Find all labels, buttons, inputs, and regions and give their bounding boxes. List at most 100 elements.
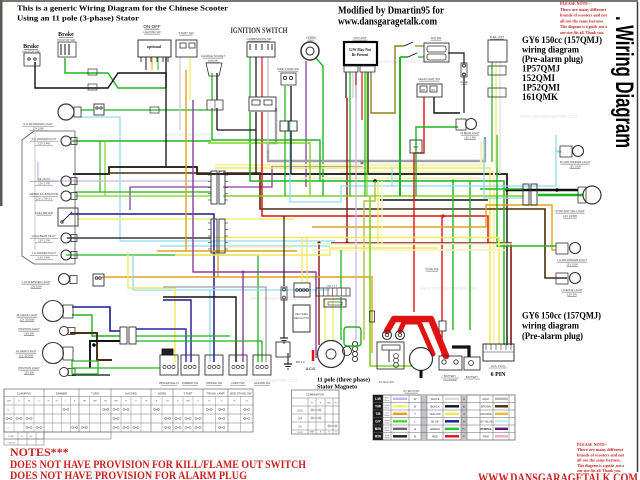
svg-text:This diagram is a guide ,not a: This diagram is a guide ,not a [560, 24, 608, 29]
svg-text:G/Y: G/Y [375, 420, 381, 424]
svg-text:1P57QMJ: 1P57QMJ [522, 64, 560, 75]
svg-text:12V 35/36W: 12V 35/36W [19, 354, 34, 358]
svg-text:POSITION LIGHT: POSITION LIGHT [18, 366, 40, 370]
svg-text:ST MAG SW: ST MAG SW [379, 380, 394, 384]
svg-text:optional: optional [147, 44, 162, 49]
svg-text:. Wiring Diagram: . Wiring Diagram [610, 16, 638, 148]
svg-text:www.dansgaragetalk.com: www.dansgaragetalk.com [250, 296, 307, 302]
svg-text:LIGHTING SW: LIGHTING SW [143, 30, 161, 34]
svg-text:G/W May Not: G/W May Not [349, 48, 371, 52]
svg-text:R/W: R/W [375, 435, 381, 439]
svg-text:SIDE STAND SW: SIDE STAND SW [230, 392, 252, 396]
svg-text:CLAMPING: CLAMPING [17, 392, 32, 396]
svg-text:This is a generic Wiring Diagr: This is a generic Wiring Diagram for the… [17, 4, 229, 13]
svg-text:PINK: PINK [483, 435, 489, 439]
svg-text:CORD: CORD [297, 432, 303, 434]
svg-text:12V 1.4W: 12V 1.4W [464, 136, 476, 140]
svg-text:E: E [177, 401, 179, 403]
svg-text:B/W: B/W [375, 427, 381, 431]
svg-text:Y/W: Y/W [375, 405, 381, 409]
svg-text:L H FR WINKER LIGHT: L H FR WINKER LIGHT [22, 280, 51, 284]
svg-text:R H RR WINKER LIGHT: R H RR WINKER LIGHT [560, 160, 591, 164]
svg-text:SIDE STAND SW: SIDE STAND SW [277, 67, 299, 71]
svg-text:WR: WR [421, 89, 425, 92]
svg-text:T/B: T/B [375, 412, 381, 416]
svg-text:W: W [47, 401, 49, 403]
svg-text:(Pre-alarm plug): (Pre-alarm plug) [522, 54, 583, 65]
svg-text:There are many different: There are many different [560, 7, 606, 12]
svg-text:ST MOTOR: ST MOTOR [403, 389, 420, 393]
svg-text:GREEN: GREEN [430, 427, 440, 431]
svg-text:www.dansgaragetalk.com: www.dansgaragetalk.com [370, 59, 427, 65]
svg-text:Stator Magneto: Stator Magneto [317, 384, 358, 391]
svg-text:TRUNK LAMP: TRUNK LAMP [206, 392, 224, 396]
svg-text:LICENCE LIGHT: LICENCE LIGHT [561, 288, 582, 292]
svg-text:TURN: TURN [91, 392, 99, 396]
svg-text:HO: HO [104, 401, 107, 403]
svg-text:BAT: BAT [414, 145, 419, 149]
svg-text:12V 3.4W: 12V 3.4W [38, 142, 50, 146]
svg-text:Sb: Sb [462, 420, 466, 424]
svg-text:11 pole (three phase): 11 pole (three phase) [317, 377, 370, 384]
svg-text:HI: HI [28, 401, 30, 403]
svg-text:brands of scooters and not: brands of scooters and not [560, 13, 607, 18]
svg-text:12V 10W: 12V 10W [32, 127, 44, 131]
svg-text:CHARGE SOCKET: CHARGE SOCKET [201, 54, 226, 58]
svg-text:12V 5W: 12V 5W [24, 371, 34, 375]
svg-text:COMBINATION: COMBINATION [306, 393, 324, 397]
svg-text:(ON STOP SW): (ON STOP SW) [57, 38, 75, 42]
svg-text:OIL PILOT: OIL PILOT [38, 177, 51, 181]
svg-text:GY: GY [56, 401, 60, 403]
svg-text:BROWN: BROWN [481, 405, 491, 409]
svg-text:O: O [463, 412, 465, 416]
svg-text:all use the same harness.: all use the same harness. [560, 18, 604, 23]
svg-text:PLEASE NOTE~: PLEASE NOTE~ [560, 1, 591, 6]
svg-text:L/W: L/W [375, 397, 381, 401]
svg-text:W: W [233, 401, 235, 403]
svg-text:HIGH BEAM PILOT: HIGH BEAM PILOT [32, 234, 56, 238]
svg-text:METER ILLUMINATION: METER ILLUMINATION [30, 192, 59, 196]
svg-text:Brake: Brake [23, 44, 39, 50]
svg-text:all use the same harness.: all use the same harness. [577, 458, 621, 463]
svg-text:GY6 150cc (157QMJ): GY6 150cc (157QMJ) [522, 35, 602, 46]
svg-text:GN: GN [431, 89, 435, 92]
svg-text:Red/: Red/ [385, 435, 390, 437]
svg-text:12V 3.4W: 12V 3.4W [38, 256, 50, 260]
svg-text:ON: ON [298, 427, 302, 429]
svg-text:This diagram is a guide ,not a: This diagram is a guide ,not a [577, 463, 625, 468]
svg-text:WWW.DANSGARAGETALK.COM: WWW.DANSGARAGETALK.COM [478, 470, 638, 480]
svg-text:YELLOW: YELLOW [429, 412, 441, 416]
svg-text:ON-OFF: ON-OFF [143, 24, 160, 29]
svg-text:BRN: BRN [310, 432, 315, 434]
svg-text:2: 2 [7, 428, 9, 430]
svg-text:SS: SS [166, 401, 169, 403]
svg-text:Green/: Green/ [384, 420, 391, 422]
svg-text:12V 5W: 12V 5W [567, 293, 577, 297]
svg-text:Brake: Brake [58, 32, 74, 38]
svg-text:WINKER SW: WINKER SW [206, 381, 222, 385]
svg-text:R H WINKER PILOT: R H WINKER PILOT [32, 137, 57, 141]
svg-text:wiring diagram: wiring diagram [522, 321, 579, 332]
svg-text:HA: HA [83, 400, 86, 403]
svg-text:Yellow/: Yellow/ [384, 405, 391, 407]
svg-text:HEAD LIGHT SW: HEAD LIGHT SW [418, 77, 440, 81]
svg-text:E: E [135, 401, 137, 403]
svg-text:RECTIFIER: RECTIFIER [295, 313, 308, 316]
svg-text:(Pre-alarm plug): (Pre-alarm plug) [522, 331, 583, 342]
svg-text:Br: Br [463, 405, 466, 409]
svg-text:BW 1.0: BW 1.0 [296, 360, 305, 364]
svg-text:COLOR: COLOR [7, 443, 15, 445]
svg-text:CORD: CORD [8, 436, 14, 438]
svg-text:RH HEAD LIGHT: RH HEAD LIGHT [17, 313, 38, 317]
svg-text:IGNITION SWITCH: IGNITION SWITCH [231, 26, 289, 35]
svg-text:Yellow: Yellow [384, 423, 390, 425]
svg-text:IGN SW: IGN SW [431, 36, 442, 40]
svg-text:B: B [328, 432, 330, 434]
svg-text:START SW: START SW [178, 31, 193, 35]
svg-text:E: E [320, 403, 322, 405]
svg-text:P: P [463, 435, 465, 439]
svg-text:L: L [65, 401, 67, 403]
svg-text:BLUE: BLUE [431, 420, 438, 424]
svg-text:one size fits all. Thank you.: one size fits all. Thank you. [560, 30, 604, 35]
svg-text:HORN SW: HORN SW [232, 381, 245, 385]
